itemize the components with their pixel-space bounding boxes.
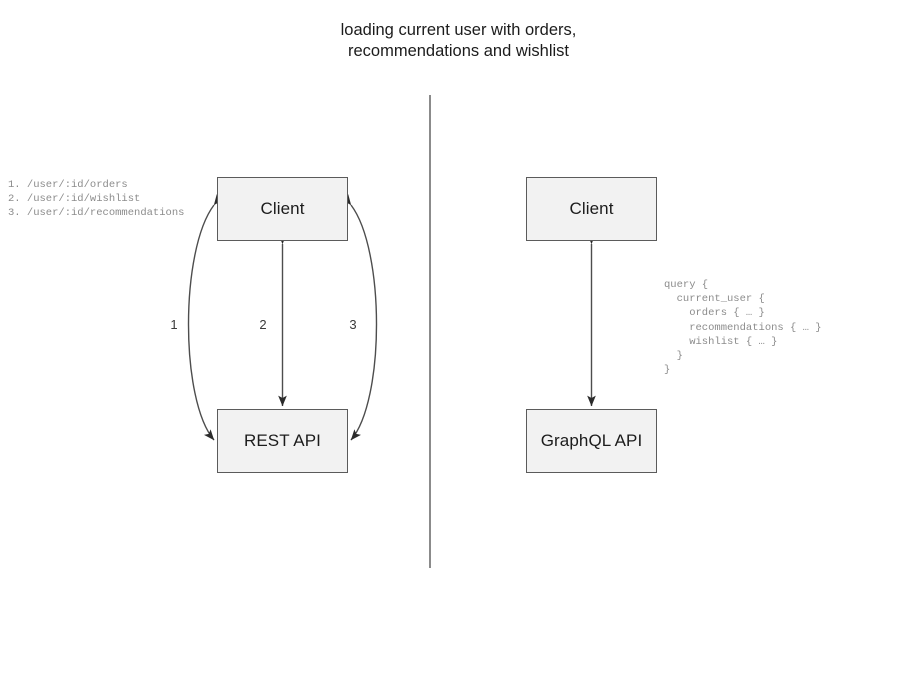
edge-label-3: 3 [349,317,357,332]
rest-edge-1 [187,194,224,441]
node-graphql-api[interactable]: GraphQL API [526,409,657,473]
node-client-rest[interactable]: Client [217,177,348,241]
graphql-query-snippet: query { current_user { orders { … } reco… [664,279,822,377]
edge-label-1: 1 [170,317,178,332]
edge-label-2: 2 [259,317,267,332]
diagram-title: loading current user with orders, recomm… [340,21,577,60]
node-client-graphql[interactable]: Client [526,177,657,241]
rest-endpoint-list: 1. /user/:id/orders 2. /user/:id/wishlis… [8,179,185,220]
node-rest-api[interactable]: REST API [217,409,348,473]
rest-edge-3 [341,194,378,441]
